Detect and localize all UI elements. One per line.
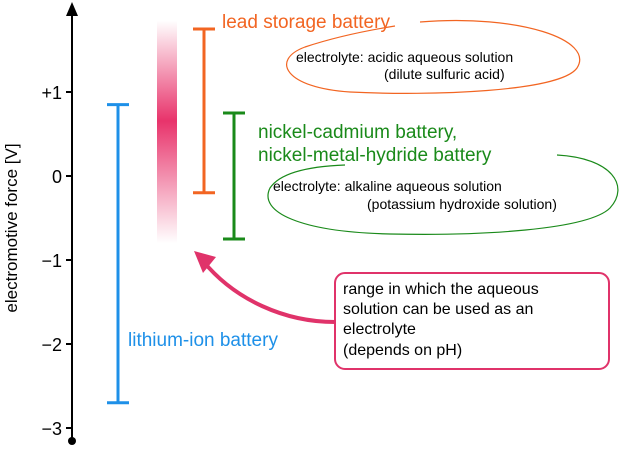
lead-battery-name: lead storage battery <box>222 12 390 33</box>
lead-electrolyte-bubble <box>286 19 581 94</box>
axis-label: electromotive force [V] <box>2 143 21 312</box>
callout-line2: solution can be used as an <box>343 301 533 318</box>
lead-electrolyte-line2: (dilute sulfuric acid) <box>384 66 505 82</box>
axis-origin-dot <box>68 437 76 445</box>
nickel-electrolyte-bubble <box>267 154 619 235</box>
nickel-battery-name-line2: nickel-metal-hydride battery <box>258 145 492 166</box>
callout-line3: electrolyte <box>343 321 416 338</box>
axis-tick-label: +1 <box>41 83 62 103</box>
nickel-battery: nickel-cadmium battery, nickel-metal-hyd… <box>223 111 619 241</box>
callout-arrow <box>199 257 336 324</box>
axis-tick-label: −1 <box>41 251 62 271</box>
callout-line4: (depends on pH) <box>343 342 462 359</box>
axis-arrowhead <box>66 2 78 16</box>
axis-ticks: +1 0 −1 −2 −3 <box>41 83 72 439</box>
callout-arrowhead <box>194 251 216 273</box>
nickel-battery-name-line1: nickel-cadmium battery, <box>258 122 457 143</box>
callout-line1: range in which the aqueous <box>343 281 539 298</box>
nickel-electrolyte-line1: electrolyte: alkaline aqueous solution <box>273 178 502 194</box>
voltage-axis: +1 0 −1 −2 −3 electromotive force [V] <box>2 2 78 445</box>
axis-tick-label: 0 <box>52 167 62 187</box>
nickel-electrolyte-line2: (potassium hydroxide solution) <box>367 196 557 212</box>
callout-box <box>334 272 610 370</box>
lithium-battery-name: lithium-ion battery <box>128 330 278 351</box>
lithium-battery: lithium-ion battery <box>107 103 278 405</box>
axis-tick-label: −2 <box>41 335 62 355</box>
lead-battery: lead storage battery electrolyte: acidic… <box>193 12 581 195</box>
aqueous-window-band <box>157 20 177 244</box>
aqueous-window-callout: range in which the aqueous solution can … <box>194 251 610 370</box>
lead-electrolyte-line1: electrolyte: acidic aqueous solution <box>296 49 513 65</box>
axis-tick-label: −3 <box>41 419 62 439</box>
